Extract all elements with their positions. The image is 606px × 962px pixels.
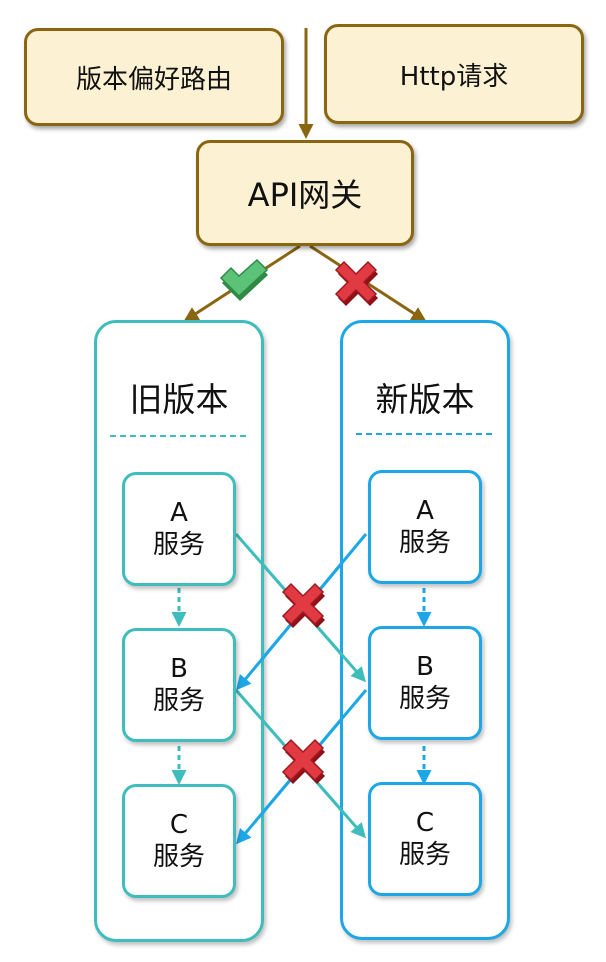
old-service-b-letter: B xyxy=(170,653,188,684)
version-preference-box: 版本偏好路由 xyxy=(24,28,284,126)
http-request-label: Http请求 xyxy=(399,61,509,92)
http-request-box: Http请求 xyxy=(324,24,584,124)
new-service-c-letter: C xyxy=(415,807,435,838)
version-preference-label: 版本偏好路由 xyxy=(75,64,232,95)
new-service-b: B 服务 xyxy=(368,626,482,740)
old-service-c: C 服务 xyxy=(122,784,236,898)
old-version-title: 旧版本 xyxy=(129,380,229,419)
old-service-a-letter: A xyxy=(170,497,188,528)
cross-icon xyxy=(281,582,325,628)
api-gateway-label: API网关 xyxy=(247,176,363,214)
cross-icon xyxy=(281,738,325,784)
old-service-a-word: 服务 xyxy=(152,530,205,560)
new-service-c: C 服务 xyxy=(368,782,482,896)
new-version-title: 新版本 xyxy=(375,380,475,419)
new-service-a: A 服务 xyxy=(368,470,482,584)
cross-icon xyxy=(334,260,378,306)
old-service-c-letter: C xyxy=(169,809,189,840)
old-service-c-word: 服务 xyxy=(152,842,205,872)
old-service-b: B 服务 xyxy=(122,628,236,742)
new-service-b-letter: B xyxy=(416,651,434,682)
new-service-a-word: 服务 xyxy=(398,528,451,558)
check-icon xyxy=(219,258,269,301)
old-service-a: A 服务 xyxy=(122,472,236,586)
old-service-b-word: 服务 xyxy=(152,686,205,716)
api-gateway-box: API网关 xyxy=(196,140,414,246)
new-service-b-word: 服务 xyxy=(398,684,451,714)
new-service-a-letter: A xyxy=(416,495,434,526)
new-service-c-word: 服务 xyxy=(398,840,451,870)
